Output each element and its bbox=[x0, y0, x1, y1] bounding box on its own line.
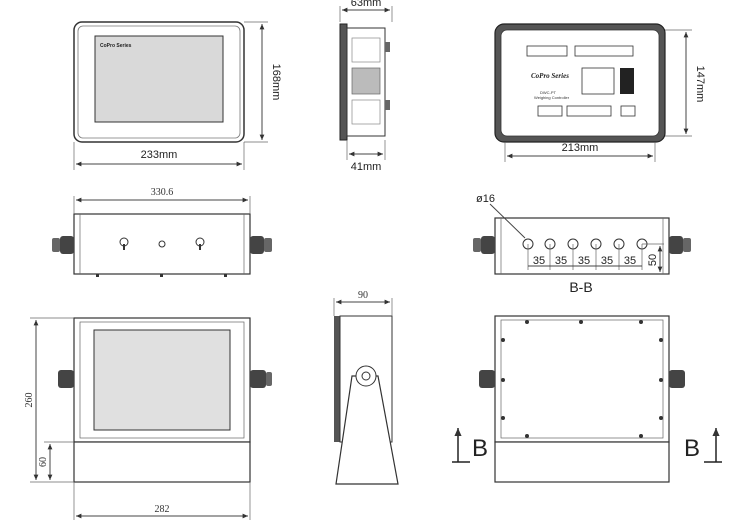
back-view: CoPro Series DWC-PT Weighing Controller … bbox=[494, 23, 706, 162]
stand-back-view: B B bbox=[452, 315, 722, 483]
base-height-dim: 60 bbox=[38, 457, 49, 467]
bracket-width-dim: 330.6 bbox=[151, 187, 174, 198]
side-width-dim: 63mm bbox=[351, 0, 382, 9]
hole-spacing-3: 35 bbox=[578, 255, 590, 267]
hole-diameter-dim: ø16 bbox=[476, 193, 495, 205]
section-bb-view: 35 35 35 35 35 50 ø16 B-B bbox=[473, 193, 691, 295]
stand-height-dim: 260 bbox=[24, 393, 35, 408]
section-mark-right: B bbox=[684, 435, 700, 462]
front-width-dim: 233mm bbox=[141, 149, 178, 161]
section-bb-label: B-B bbox=[569, 279, 592, 295]
hole-spacing-5: 35 bbox=[624, 255, 636, 267]
front-height-dim: 168mm bbox=[270, 64, 282, 101]
side-view: 63mm 41mm bbox=[339, 0, 393, 173]
back-width-dim: 213mm bbox=[562, 142, 599, 154]
stand-side-view: 90 bbox=[333, 290, 399, 485]
back-height-dim: 147mm bbox=[694, 66, 706, 103]
stand-width-dim: 282 bbox=[155, 504, 170, 515]
hole-spacing-2: 35 bbox=[555, 255, 567, 267]
bracket-view: 330.6 bbox=[52, 187, 272, 277]
hole-spacing-1: 35 bbox=[533, 255, 545, 267]
back-subtitle-label: Weighing Controller bbox=[534, 95, 570, 100]
hole-height-dim: 50 bbox=[647, 254, 659, 266]
stand-depth-dim: 90 bbox=[358, 290, 368, 301]
side-depth-dim: 41mm bbox=[351, 161, 382, 173]
stand-front-view: 260 60 282 bbox=[24, 317, 272, 520]
front-brand-label: CoPro Series bbox=[100, 43, 132, 49]
back-brand-label: CoPro Series bbox=[531, 72, 569, 80]
front-view: CoPro Series 168mm 233mm bbox=[73, 21, 282, 170]
section-mark-left: B bbox=[472, 435, 488, 462]
hole-spacing-4: 35 bbox=[601, 255, 613, 267]
back-model-label: DWC-PT bbox=[540, 90, 557, 95]
